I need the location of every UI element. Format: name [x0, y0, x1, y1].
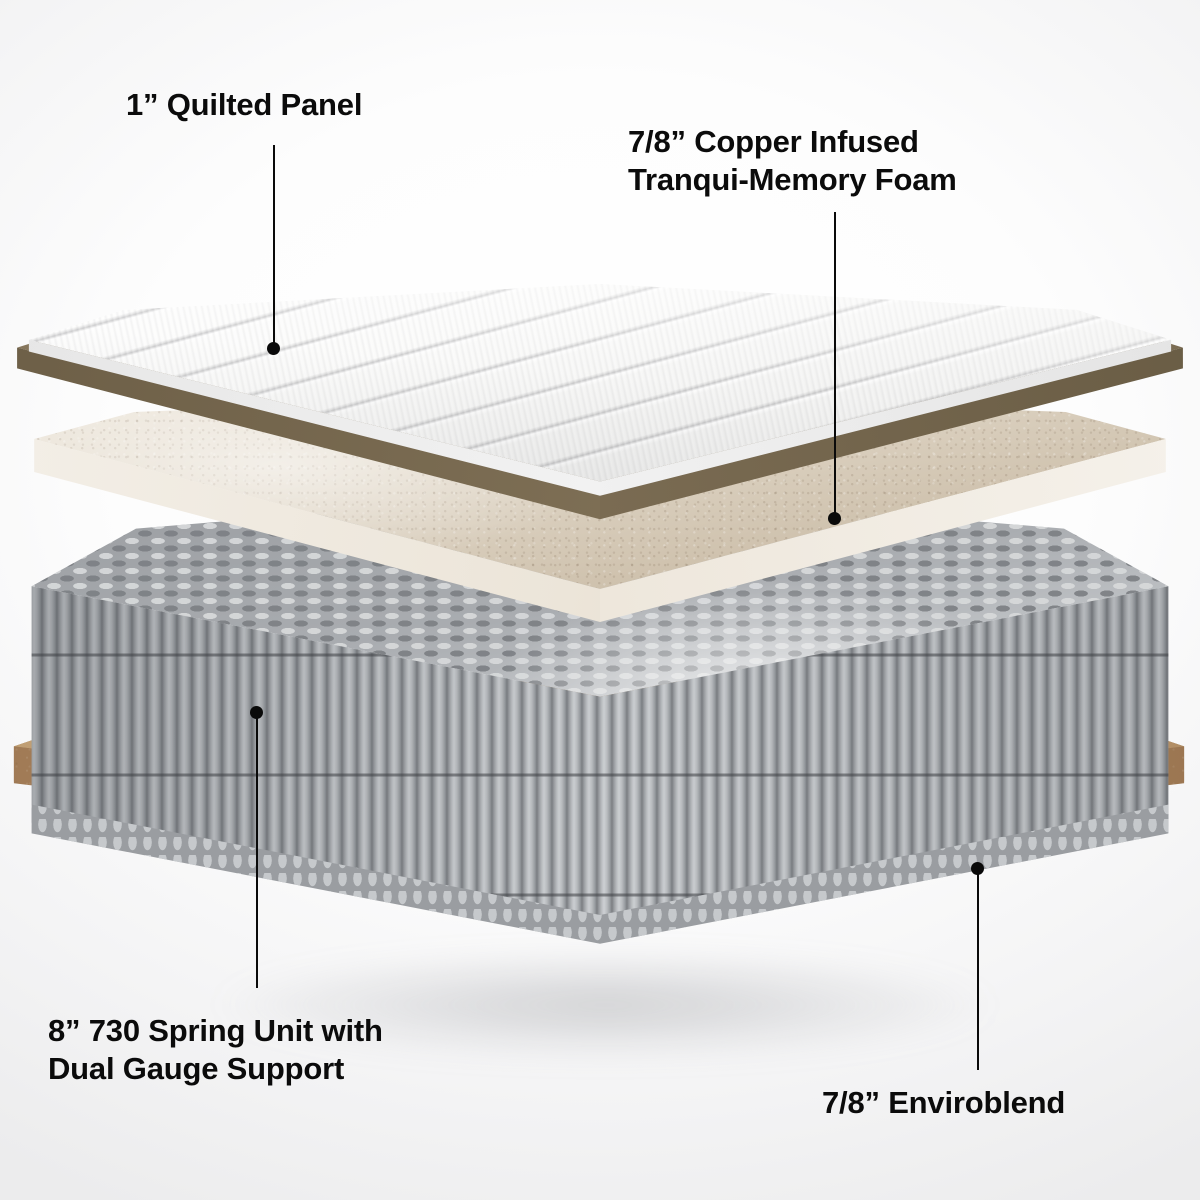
leader-line-enviroblend: [977, 868, 979, 1070]
layer-quilted-panel: [10, 280, 1190, 540]
leader-line-spring-unit: [256, 712, 258, 988]
callout-label-memory-foam: 7/8” Copper Infused Tranqui-Memory Foam: [628, 124, 957, 197]
leader-dot-enviroblend: [971, 862, 984, 875]
callout-label-quilted-panel: 1” Quilted Panel: [126, 87, 363, 122]
callout-label-enviroblend: 7/8” Enviroblend: [822, 1085, 1066, 1120]
leader-dot-memory-foam: [828, 512, 841, 525]
leader-line-memory-foam: [834, 212, 836, 518]
leader-line-quilted-panel: [273, 145, 275, 348]
leader-dot-spring-unit: [250, 706, 263, 719]
leader-dot-quilted-panel: [267, 342, 280, 355]
callout-label-spring-unit: 8” 730 Spring Unit with Dual Gauge Suppo…: [48, 1013, 383, 1086]
